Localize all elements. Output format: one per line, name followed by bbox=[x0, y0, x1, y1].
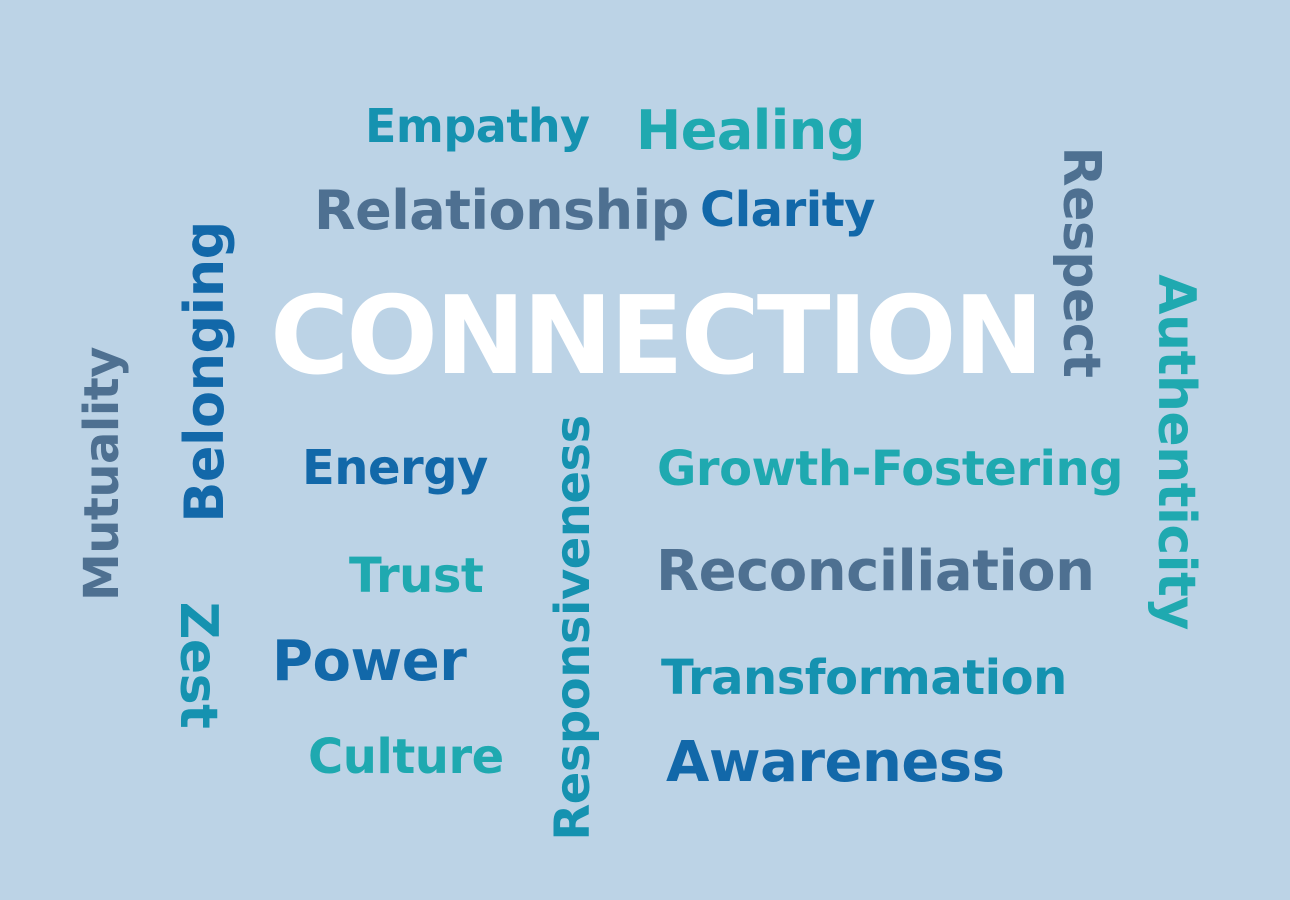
word-empathy: Empathy bbox=[365, 99, 590, 153]
word-responsiveness: Responsiveness bbox=[545, 415, 601, 841]
word-reconciliation: Reconciliation bbox=[656, 539, 1095, 604]
word-healing: Healing bbox=[636, 99, 865, 162]
word-zest: Zest bbox=[168, 601, 228, 729]
word-transformation: Transformation bbox=[661, 650, 1067, 706]
word-culture: Culture bbox=[308, 729, 504, 785]
word-belonging: Belonging bbox=[173, 221, 236, 523]
word-authenticity: Authenticity bbox=[1146, 274, 1206, 630]
word-trust: Trust bbox=[349, 548, 484, 604]
word-mutuality: Mutuality bbox=[74, 346, 130, 602]
word-awareness: Awareness bbox=[666, 730, 1005, 795]
word-connection: CONNECTION bbox=[270, 274, 1044, 399]
word-energy: Energy bbox=[302, 440, 488, 496]
word-respect: Respect bbox=[1051, 146, 1111, 378]
word-growth-fostering: Growth-Fostering bbox=[657, 441, 1123, 497]
word-clarity: Clarity bbox=[700, 182, 875, 238]
word-relationship: Relationship bbox=[314, 179, 689, 242]
word-power: Power bbox=[272, 629, 467, 694]
